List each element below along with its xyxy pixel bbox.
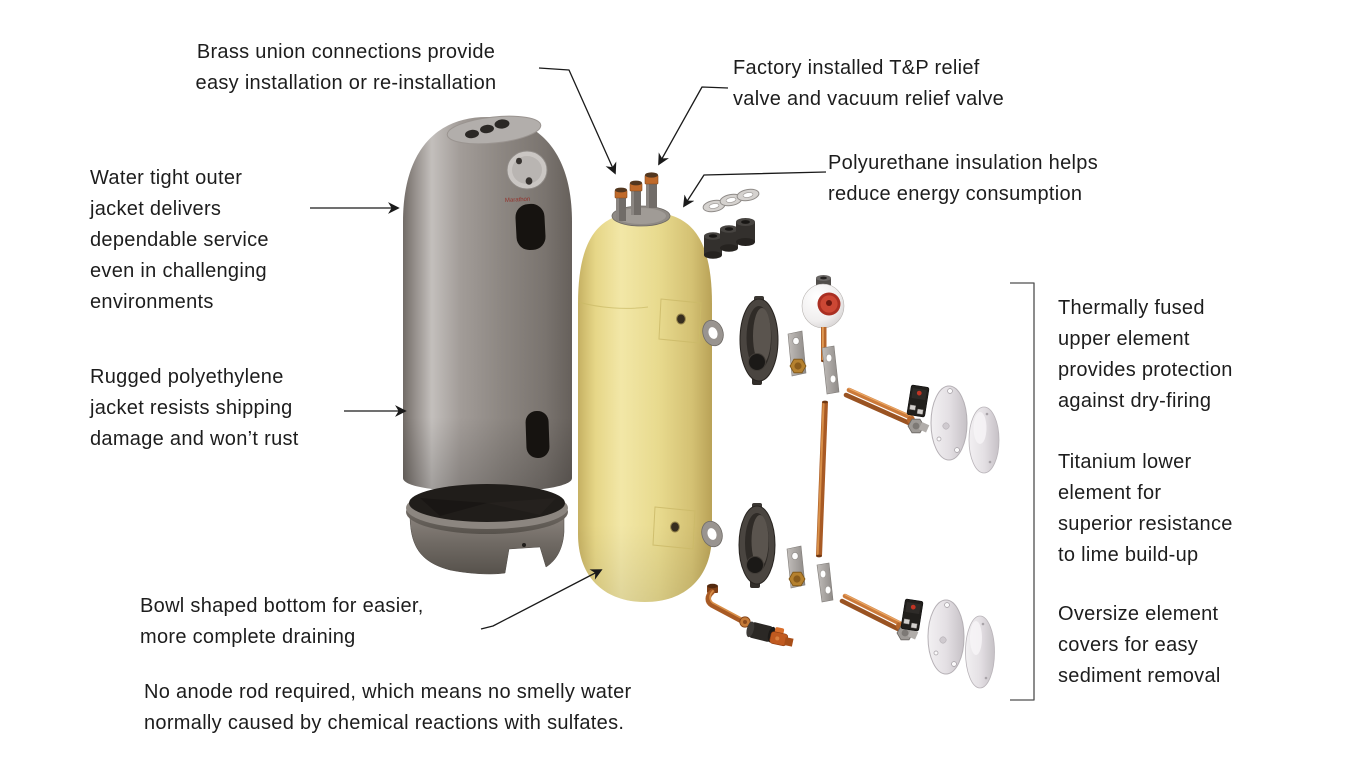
insulation-tank (577, 172, 712, 602)
callout-oversize-covers: Oversize element covers for easy sedimen… (1058, 599, 1221, 692)
junction-frame-lower (738, 503, 776, 588)
control-panel-window (515, 203, 546, 251)
tp-relief-valve (801, 275, 845, 363)
label-line: Polyurethane insulation helps (828, 152, 1098, 174)
leader-polyurethane (683, 171, 827, 208)
union-washers (702, 188, 760, 213)
callout-no-anode-rod: No anode rod required, which means no sm… (144, 677, 631, 739)
label-line: reduce energy consumption (828, 183, 1083, 205)
callout-titanium-lower-element: Titanium lower element for superior resi… (1058, 447, 1233, 571)
upper-thermostat (906, 384, 930, 418)
brand-logo: Marathon (505, 197, 531, 204)
label-line: Bowl shaped bottom for easier, (140, 595, 424, 617)
junction-frame-upper (739, 296, 779, 385)
label-line: Brass union connections provide (196, 41, 496, 63)
right-group-bracket (1010, 282, 1035, 701)
label-line: Water tight outer (90, 167, 243, 189)
leader-brass-union (538, 67, 617, 175)
upper-heating-element (843, 387, 930, 434)
mounting-bracket-upper (787, 330, 807, 377)
label-line: to lime build-up (1058, 544, 1199, 566)
recessed-fitting-circle (506, 150, 548, 190)
callout-brass-union: Brass union connections provide easy ins… (168, 37, 524, 99)
leader-factory-tp (658, 86, 729, 166)
lower-access-cutout (525, 410, 550, 458)
label-line: Factory installed T&P relief (733, 57, 980, 79)
callout-polyurethane-insulation: Polyurethane insulation helps reduce ene… (828, 148, 1098, 210)
leader-bowl-shaped (480, 569, 603, 630)
mounting-bracket-lower (786, 545, 806, 589)
lower-element-port (652, 506, 696, 550)
label-line: Thermally fused (1058, 297, 1205, 319)
label-line: dependable service (90, 229, 269, 251)
top-port-holes (465, 119, 510, 139)
lower-cover-plate (927, 599, 965, 675)
label-line: even in challenging (90, 260, 267, 282)
label-line: Oversize element (1058, 603, 1219, 625)
label-line: provides protection (1058, 359, 1233, 381)
label-line: sediment removal (1058, 665, 1221, 687)
lower-thermostat (900, 598, 924, 632)
mounting-strap-upper (821, 345, 840, 395)
callout-rugged-polyethylene: Rugged polyethylene jacket resists shipp… (90, 362, 299, 455)
label-line: against dry-firing (1058, 390, 1212, 412)
label-line: valve and vacuum relief valve (733, 88, 1005, 110)
upper-cover-plate (930, 385, 968, 461)
label-line: easy installation or re-installation (195, 72, 497, 94)
label-line: jacket delivers (90, 198, 222, 220)
label-line: normally caused by chemical reactions wi… (144, 712, 625, 734)
rubber-grommets (704, 218, 755, 259)
leader-lines (310, 67, 1035, 701)
label-line: superior resistance (1058, 513, 1233, 535)
lower-element-assembly (701, 503, 995, 689)
callout-factory-tp-valve: Factory installed T&P relief valve and v… (733, 53, 1004, 115)
label-line: Rugged polyethylene (90, 366, 284, 388)
label-line: jacket resists shipping (90, 397, 293, 419)
outer-jacket: Marathon (403, 115, 572, 492)
callout-bowl-shaped-bottom: Bowl shaped bottom for easier, more comp… (140, 591, 424, 653)
label-line: No anode rod required, which means no sm… (144, 681, 632, 703)
label-line: covers for easy (1058, 634, 1199, 656)
label-line: Titanium lower (1058, 451, 1192, 473)
drain-valve-assembly (705, 583, 794, 647)
label-line: environments (90, 291, 214, 313)
label-line: more complete draining (140, 626, 356, 648)
callout-thermally-fused-element: Thermally fused upper element provides p… (1058, 293, 1233, 417)
jacket-base-bowl (406, 484, 568, 575)
upper-element-assembly (702, 275, 1000, 474)
callout-water-tight-jacket: Water tight outer jacket delivers depend… (90, 163, 269, 318)
label-line: element for (1058, 482, 1162, 504)
lower-element-cover (965, 615, 995, 689)
upper-element-port (658, 298, 702, 344)
brass-union-fittings (614, 172, 659, 221)
label-line: upper element (1058, 328, 1190, 350)
dip-tube (816, 400, 828, 558)
label-line: damage and won’t rust (90, 428, 299, 450)
upper-element-cover (968, 406, 1000, 474)
mounting-strap-lower (816, 562, 834, 603)
